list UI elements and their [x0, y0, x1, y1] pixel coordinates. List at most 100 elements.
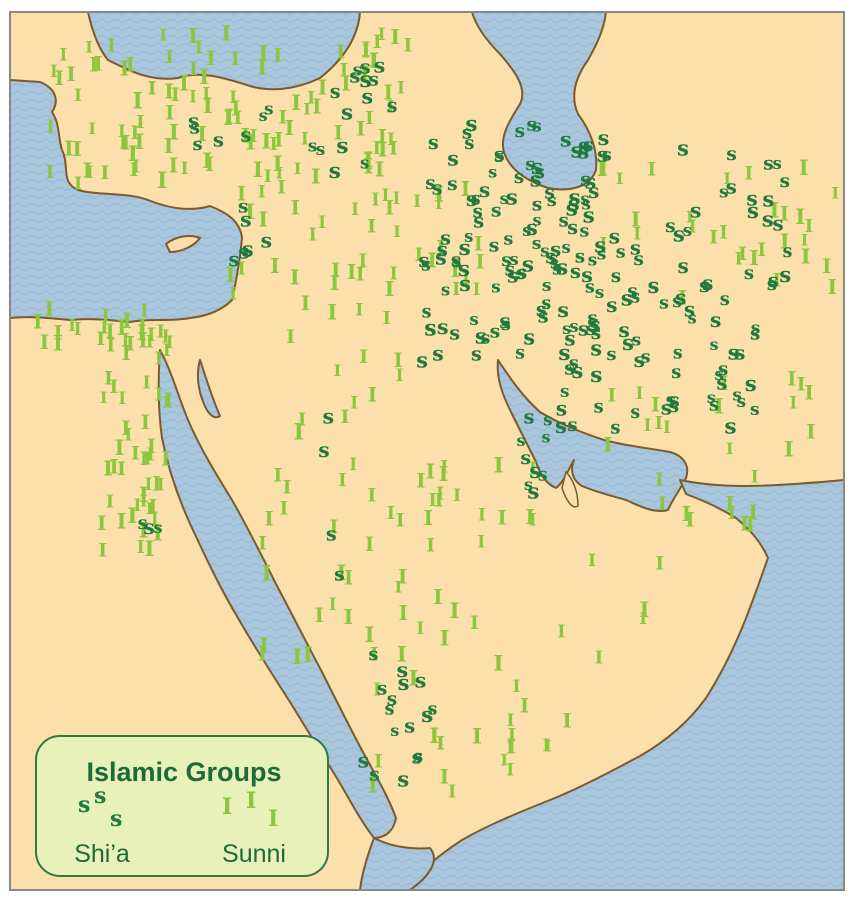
shia-symbol: s	[609, 225, 621, 249]
shia-symbol: s	[709, 335, 718, 354]
shia-symbol: s	[602, 144, 612, 165]
sunni-symbol: I	[373, 32, 382, 53]
sunni-symbol: I	[229, 284, 237, 304]
shia-symbol: s	[425, 173, 435, 194]
shia-symbol: s	[610, 417, 620, 438]
shia-symbol: s	[665, 215, 676, 237]
shia-symbol: s	[359, 67, 371, 93]
sunni-symbol: I	[128, 142, 138, 167]
sunni-symbol: I	[318, 75, 328, 99]
shia-symbol: s	[532, 116, 541, 136]
shia-symbol: s	[728, 340, 740, 365]
sunni-symbol: I	[382, 308, 390, 329]
sunni-symbol: I	[725, 492, 734, 516]
shia-symbol: s	[532, 210, 541, 229]
shia-symbol: s	[437, 314, 449, 339]
sunni-symbol: I	[651, 394, 660, 417]
sunni-symbol: I	[647, 159, 656, 181]
sunni-symbol: I	[359, 251, 368, 272]
sunni-symbol: I	[383, 81, 392, 105]
shia-symbol: s	[555, 414, 567, 439]
sunni-symbol: I	[426, 536, 435, 557]
sunni-symbol: I	[633, 225, 641, 245]
shia-symbol: s	[415, 668, 427, 692]
sunni-symbol: I	[393, 222, 401, 241]
shia-symbol: s	[422, 303, 432, 323]
sunni-symbol: I	[494, 454, 504, 479]
sunni-symbol: I	[506, 760, 514, 780]
sunni-symbol: I	[631, 208, 641, 232]
shia-symbol: s	[472, 201, 482, 222]
sunni-symbol: I	[132, 89, 142, 115]
shia-symbol: s	[550, 254, 559, 273]
legend-sunni-symbol: I I I	[222, 788, 278, 832]
sunni-symbol: I	[338, 470, 346, 491]
sunni-symbol: I	[744, 163, 753, 184]
qatar-peninsula	[561, 470, 579, 508]
sunni-symbol: I	[59, 45, 67, 64]
sunni-symbol: I	[72, 136, 82, 161]
shia-symbol: s	[575, 246, 585, 267]
sunni-symbol: I	[616, 169, 624, 188]
shia-symbol: s	[585, 277, 595, 298]
shia-symbol: s	[747, 199, 759, 224]
shia-symbol: s	[432, 177, 443, 200]
sunni-symbol: I	[146, 333, 154, 353]
sunni-symbol: I	[452, 279, 460, 300]
shia-symbol: s	[530, 167, 542, 192]
sunni-symbol: I	[40, 330, 49, 354]
shia-symbol: s	[458, 257, 470, 282]
sunni-symbol: I	[350, 393, 358, 413]
shia-symbol: s	[437, 237, 448, 261]
shia-symbol: s	[588, 251, 598, 271]
sunni-symbol: I	[805, 216, 813, 237]
shia-symbol: s	[397, 657, 409, 682]
sunni-symbol: I	[157, 168, 167, 194]
sunni-symbol: I	[385, 277, 395, 301]
shia-symbol: s	[522, 252, 534, 278]
sunni-symbol: I	[607, 385, 616, 407]
sunni-symbol: I	[378, 124, 387, 148]
shia-symbol: s	[193, 134, 203, 155]
shia-symbol: s	[716, 371, 727, 395]
sunni-symbol: I	[331, 258, 340, 282]
sunni-symbol: I	[298, 410, 306, 431]
sunni-symbol: I	[562, 708, 571, 732]
sunni-symbol: I	[93, 51, 102, 75]
shia-symbol: s	[413, 746, 423, 767]
shia-symbol: s	[326, 523, 337, 546]
sunni-symbol: I	[139, 519, 149, 544]
sunni-symbol: I	[600, 233, 607, 252]
sunni-symbol: I	[682, 502, 692, 526]
sunni-symbol: I	[74, 174, 82, 194]
sunni-symbol: I	[147, 435, 156, 458]
sunni-symbol: I	[264, 506, 273, 530]
shia-symbol: s	[540, 241, 550, 261]
shia-symbol: s	[418, 248, 429, 272]
sunni-symbol: I	[145, 475, 153, 494]
shia-symbol: s	[560, 127, 572, 152]
shia-symbol: s	[750, 324, 760, 345]
shia-symbol: s	[515, 120, 526, 142]
shia-symbol: s	[668, 388, 680, 412]
shia-symbol: s	[441, 280, 450, 299]
sunni-symbol: I	[157, 322, 165, 343]
sunni-symbol: I	[164, 389, 174, 413]
sunni-symbol: I	[394, 349, 403, 372]
sunni-symbol: I	[423, 506, 432, 530]
shia-symbol: s	[334, 564, 345, 586]
sunni-symbol: I	[525, 505, 535, 529]
shia-symbol: s	[678, 254, 689, 278]
shia-symbol: s	[568, 192, 580, 217]
shia-symbol: s	[532, 234, 542, 254]
sunni-symbol: I	[373, 681, 381, 701]
sunni-symbol: I	[827, 274, 837, 299]
sunni-symbol: I	[136, 537, 144, 558]
shia-symbol: s	[710, 308, 721, 332]
black-sea	[87, 11, 361, 91]
shia-symbol: s	[580, 189, 589, 208]
sunni-symbol: I	[132, 157, 140, 177]
shia-symbol: s	[538, 304, 549, 327]
sunni-symbol: I	[397, 642, 407, 667]
